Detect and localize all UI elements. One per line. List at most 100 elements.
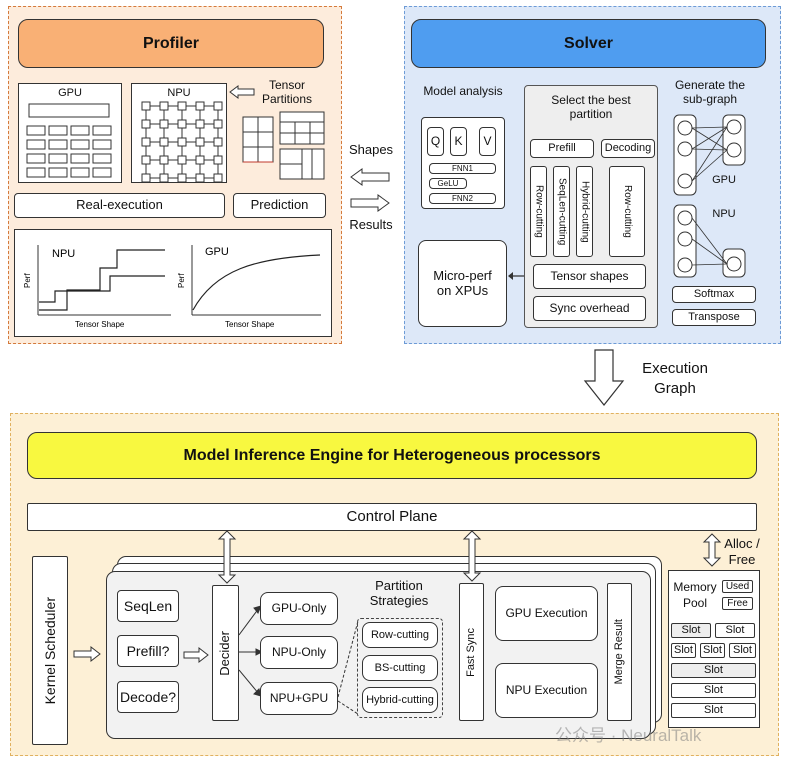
npu-core-node	[141, 101, 151, 111]
q-box: Q	[427, 127, 444, 156]
model-analysis-label: Model analysis	[423, 84, 503, 98]
bs-cutting-box: BS-cutting	[362, 655, 438, 681]
npu-core-node	[159, 155, 169, 165]
gpu-core-cell	[48, 167, 68, 178]
gpu-core-cell	[70, 139, 90, 150]
npu-core-node	[177, 119, 187, 129]
prediction-box: Prediction	[233, 193, 326, 218]
npu-core-node	[195, 155, 205, 165]
softmax-box: Softmax	[672, 286, 756, 303]
sync-overhead-box: Sync overhead	[533, 296, 646, 321]
decider-box: Decider	[212, 585, 239, 721]
npu-label: NPU	[167, 87, 191, 99]
decider-arrow-icon	[183, 646, 209, 664]
gpu-core-cell	[92, 153, 112, 164]
gpu-core-cell	[26, 153, 46, 164]
slot-1: Slot	[715, 623, 755, 638]
npu-core-node	[195, 137, 205, 147]
npu-core-node	[195, 101, 205, 111]
partition-strategies-group	[357, 618, 443, 718]
npu-core-node	[141, 137, 151, 147]
npu-execution-box: NPU Execution	[495, 663, 598, 718]
fast-sync-label: Fast Sync	[465, 627, 478, 677]
real-execution-box: Real-execution	[14, 193, 225, 218]
tensor-partition-blocks	[242, 111, 325, 180]
alloc-free-label: Alloc / Free	[724, 536, 760, 568]
npu-core-node	[213, 101, 223, 111]
merge-result-label: Merge Result	[613, 619, 626, 685]
gpu-chart-title: GPU	[205, 246, 229, 258]
execution-graph-arrow-icon	[583, 349, 625, 406]
select-partition-label: Select the best partition	[551, 93, 631, 121]
npu-grid: NPU	[131, 83, 227, 183]
control-sync-arrow-icon	[462, 530, 482, 582]
slot-used-1: Slot	[671, 623, 711, 638]
gpu-core-cell	[48, 125, 68, 136]
decoding-box: Decoding	[601, 139, 655, 158]
alloc-free-arrow-icon	[702, 533, 722, 567]
row-cutting-label: Row-cutting	[533, 185, 545, 238]
v-box: V	[479, 127, 496, 156]
fnn2-box: FNN2	[429, 193, 496, 204]
shapes-label: Shapes	[348, 142, 394, 157]
gpu-core-cell	[26, 167, 46, 178]
subgraph-npu-label: NPU	[712, 208, 736, 220]
gpu-core-cell	[92, 167, 112, 178]
gpu-label: GPU	[58, 87, 82, 99]
decider-label: Decider	[217, 630, 233, 676]
execution-graph-label: Execution Graph	[642, 360, 708, 397]
npu-core-node	[159, 101, 169, 111]
kernel-scheduler-label: Kernel Scheduler	[41, 596, 58, 705]
fast-sync-box: Fast Sync	[459, 583, 484, 721]
hybrid-cutting-box: Hybrid-cutting	[576, 166, 593, 257]
slot-used-2: Slot	[671, 663, 756, 678]
gpu-only-box: GPU-Only	[260, 592, 338, 625]
seqlen-box: SeqLen	[117, 590, 179, 622]
npu-perf-lower	[39, 275, 165, 303]
scheduler-arrow-icon	[73, 645, 101, 663]
npu-core-node	[195, 119, 205, 129]
npu-chart-title: NPU	[52, 248, 75, 260]
shapes-arrow-icon	[350, 168, 390, 186]
npu-chart-ylabel: Perf	[23, 273, 32, 288]
gpu-core-cell	[92, 139, 112, 150]
slot-3: Slot	[700, 643, 725, 658]
npu-gpu-box: NPU+GPU	[260, 682, 338, 715]
gpu-core-cell	[92, 125, 112, 136]
npu-core-node	[177, 155, 187, 165]
npu-only-box: NPU-Only	[260, 636, 338, 669]
fnn1-box: FNN1	[429, 163, 496, 174]
gpu-execution-box: GPU Execution	[495, 586, 598, 641]
watermark: 公众号 · NeuralTalk	[555, 726, 702, 745]
strategy-dashed-link	[337, 620, 359, 715]
gpu-chart-xlabel: Tensor Shape	[225, 320, 275, 329]
gpu-core-cell	[26, 139, 46, 150]
perf-charts-svg: NPU Perf Tensor Shape GPU Perf Tensor Sh…	[23, 245, 321, 329]
gpu-core-cell	[48, 153, 68, 164]
gpu-perf-curve	[192, 254, 321, 311]
gpu-chart-ylabel: Perf	[177, 273, 186, 288]
memory-pool-label: Memory Pool	[673, 580, 717, 610]
npu-core-node	[159, 173, 169, 183]
used-legend: Used	[722, 580, 753, 593]
merge-result-box: Merge Result	[607, 583, 632, 721]
results-label: Results	[349, 217, 393, 232]
engine-title: Model Inference Engine for Heterogeneous…	[27, 432, 757, 479]
prefill-question-box: Prefill?	[117, 635, 179, 667]
results-arrow-icon	[350, 194, 390, 212]
npu-core-node	[213, 173, 223, 183]
profiler-title: Profiler	[18, 19, 324, 68]
slot-2: Slot	[671, 643, 696, 658]
gpu-grid-cells	[26, 103, 112, 178]
kernel-scheduler-box: Kernel Scheduler	[32, 556, 68, 745]
slot-6: Slot	[671, 703, 756, 718]
subgraph-diagram	[673, 114, 746, 278]
npu-core-node	[177, 101, 187, 111]
hybrid-cutting-label: Hybrid-cutting	[579, 180, 591, 243]
slot-5: Slot	[671, 683, 756, 698]
gelu-box: GeLU	[429, 178, 467, 189]
partition-strategies-label: Partition Strategies	[369, 578, 429, 608]
npu-core-node	[177, 173, 187, 183]
gpu-core-cell	[70, 167, 90, 178]
perf-charts: NPU Perf Tensor Shape GPU Perf Tensor Sh…	[14, 229, 332, 337]
